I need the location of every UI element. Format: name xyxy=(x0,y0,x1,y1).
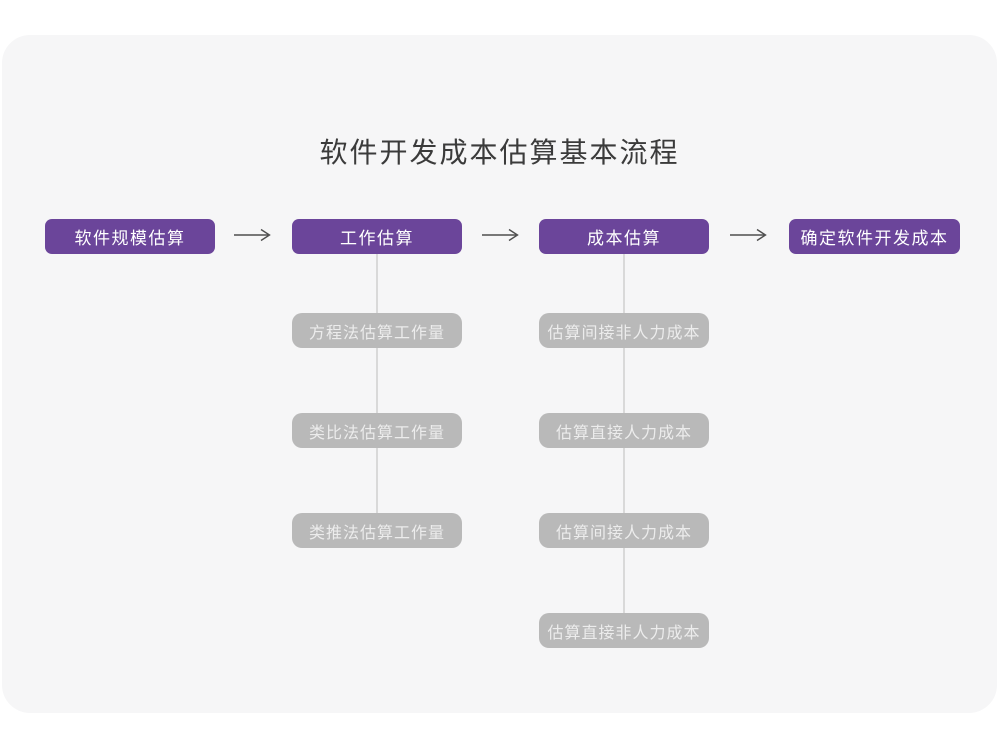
arrow-right-icon xyxy=(482,228,519,242)
sub-step-box-analogy-method: 类比法估算工作量 xyxy=(292,413,462,448)
step-box-software-size-estimation: 软件规模估算 xyxy=(45,219,215,254)
sub-step-box-indirect-nonlabor-cost: 估算间接非人力成本 xyxy=(539,313,709,348)
sub-step-box-equation-method: 方程法估算工作量 xyxy=(292,313,462,348)
sub-step-box-direct-labor-cost: 估算直接人力成本 xyxy=(539,413,709,448)
diagram-card: 软件开发成本估算基本流程 软件规模估算 工作估算 成本估算 确定软件开发成本 方… xyxy=(2,35,997,713)
sub-step-box-extrapolation-method: 类推法估算工作量 xyxy=(292,513,462,548)
step-box-determine-development-cost: 确定软件开发成本 xyxy=(789,219,960,254)
step-box-work-estimation: 工作估算 xyxy=(292,219,462,254)
sub-step-box-direct-nonlabor-cost: 估算直接非人力成本 xyxy=(539,613,709,648)
step-box-cost-estimation: 成本估算 xyxy=(539,219,709,254)
connector-line-work-column xyxy=(376,253,378,531)
diagram-title: 软件开发成本估算基本流程 xyxy=(319,137,680,168)
arrow-right-icon xyxy=(730,228,767,242)
sub-step-box-indirect-labor-cost: 估算间接人力成本 xyxy=(539,513,709,548)
arrow-right-icon xyxy=(234,228,271,242)
